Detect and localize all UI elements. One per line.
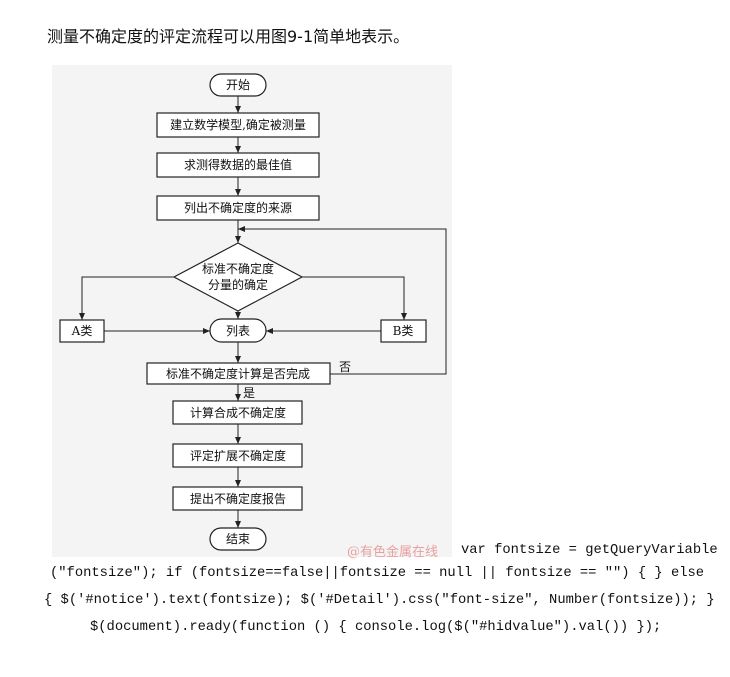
step6-label: 提出不确定度报告	[190, 491, 286, 506]
intro-text: 测量不确定度的评定流程可以用图9-1简单地表示。	[47, 27, 410, 46]
step3-label: 列出不确定度的来源	[184, 200, 292, 215]
code-line-2: ("fontsize"); if (fontsize==false||fonts…	[50, 566, 705, 581]
code-line-1: var fontsize = getQueryVariable	[461, 543, 718, 558]
check-box	[146, 362, 331, 385]
step5-box	[172, 443, 303, 468]
no-label: 否	[339, 360, 351, 374]
check-label: 标准不确定度计算是否完成	[166, 366, 310, 381]
watermark: @有色金属在线	[347, 545, 439, 560]
yes-label: 是	[243, 386, 255, 400]
list-label: 列表	[226, 324, 250, 338]
start-node	[209, 73, 267, 97]
end-label: 结束	[226, 532, 250, 546]
decision-label-1: 标准不确定度	[202, 261, 274, 276]
step1-label: 建立数学模型,确定被测量	[170, 117, 306, 132]
decision-label-2: 分量的确定	[208, 277, 268, 292]
step4-box	[172, 400, 303, 425]
start-label: 开始	[226, 78, 250, 92]
list-node	[209, 318, 267, 343]
decision-diamond	[172, 242, 304, 312]
type-b-label: B类	[393, 324, 414, 338]
type-a-label: A类	[71, 324, 93, 338]
flowchart-svg: 开始 建立数学模型,确定被测量 求测得数据的最佳值 列出不确定度的来源 标准不确…	[59, 73, 447, 551]
type-b-box	[380, 319, 427, 343]
step2-box	[156, 152, 320, 178]
step2-label: 求测得数据的最佳值	[184, 157, 292, 172]
step3-box	[156, 195, 320, 221]
type-a-box	[59, 319, 105, 343]
flowchart-figure: 开始 建立数学模型,确定被测量 求测得数据的最佳值 列出不确定度的来源 标准不确…	[52, 65, 452, 557]
code-line-3: { $('#notice').text(fontsize); $('#Detai…	[44, 593, 715, 608]
step5-label: 评定扩展不确定度	[190, 448, 286, 463]
step4-label: 计算合成不确定度	[190, 405, 286, 420]
step1-box	[156, 112, 320, 138]
end-node	[209, 527, 267, 551]
code-line-4: $(document).ready(function () { console.…	[90, 620, 662, 635]
step6-box	[172, 486, 303, 511]
